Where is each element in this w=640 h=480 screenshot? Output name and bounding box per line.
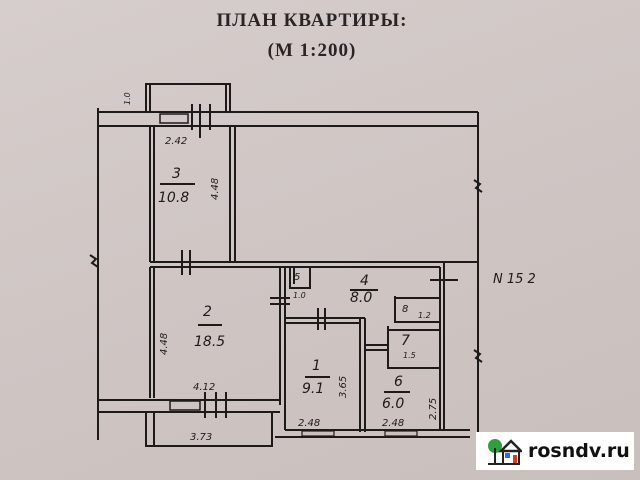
break-mark-right-top — [473, 179, 483, 193]
watermark-logo[interactable]: rosndv.ru — [476, 432, 634, 470]
room-7-area: 1.5 — [403, 351, 416, 360]
house-tree-icon — [488, 439, 522, 465]
dim-room2-width: 4.12 — [193, 382, 215, 393]
room-2-id: 2 — [203, 304, 212, 320]
room-6-id: 6 — [394, 374, 403, 390]
room-8-area: 1.2 — [418, 311, 431, 320]
dim-room6-length: 2.75 — [428, 398, 439, 420]
room-4-id: 4 — [360, 273, 369, 289]
watermark-text: rosndv.ru — [528, 440, 630, 462]
room-1-id: 1 — [312, 358, 321, 374]
room-8-id: 8 — [402, 304, 408, 315]
dim-room3-length: 4.48 — [210, 178, 221, 200]
apartment-number: N 15 2 — [493, 272, 536, 287]
room-6-area: 6.0 — [382, 396, 404, 412]
dim-room3-width: 2.42 — [165, 136, 187, 147]
dim-room2-length: 4.48 — [159, 333, 170, 355]
dim-balcony-depth: 1.0 — [123, 92, 132, 105]
plan-title: ПЛАН КВАРТИРЫ: — [216, 10, 408, 31]
room-2-area: 18.5 — [194, 334, 225, 350]
dim-balcony-width: 3.73 — [190, 432, 212, 443]
room-7-id: 7 — [401, 333, 410, 349]
dim-room1-width: 2.48 — [298, 418, 320, 429]
dim-room1-length: 3.65 — [338, 376, 349, 398]
break-mark-right-bottom — [473, 349, 483, 363]
room-3-id: 3 — [172, 166, 181, 182]
room-3-area: 10.8 — [158, 190, 189, 206]
room-5-id: 5 — [294, 272, 300, 283]
dim-room6-width: 2.48 — [382, 418, 404, 429]
room-4-area: 8.0 — [350, 290, 372, 306]
room-1-area: 9.1 — [302, 381, 324, 397]
room-5-area: 1.0 — [293, 291, 306, 300]
plan-scale: (М 1:200) — [267, 40, 357, 61]
break-mark-left — [89, 254, 99, 268]
